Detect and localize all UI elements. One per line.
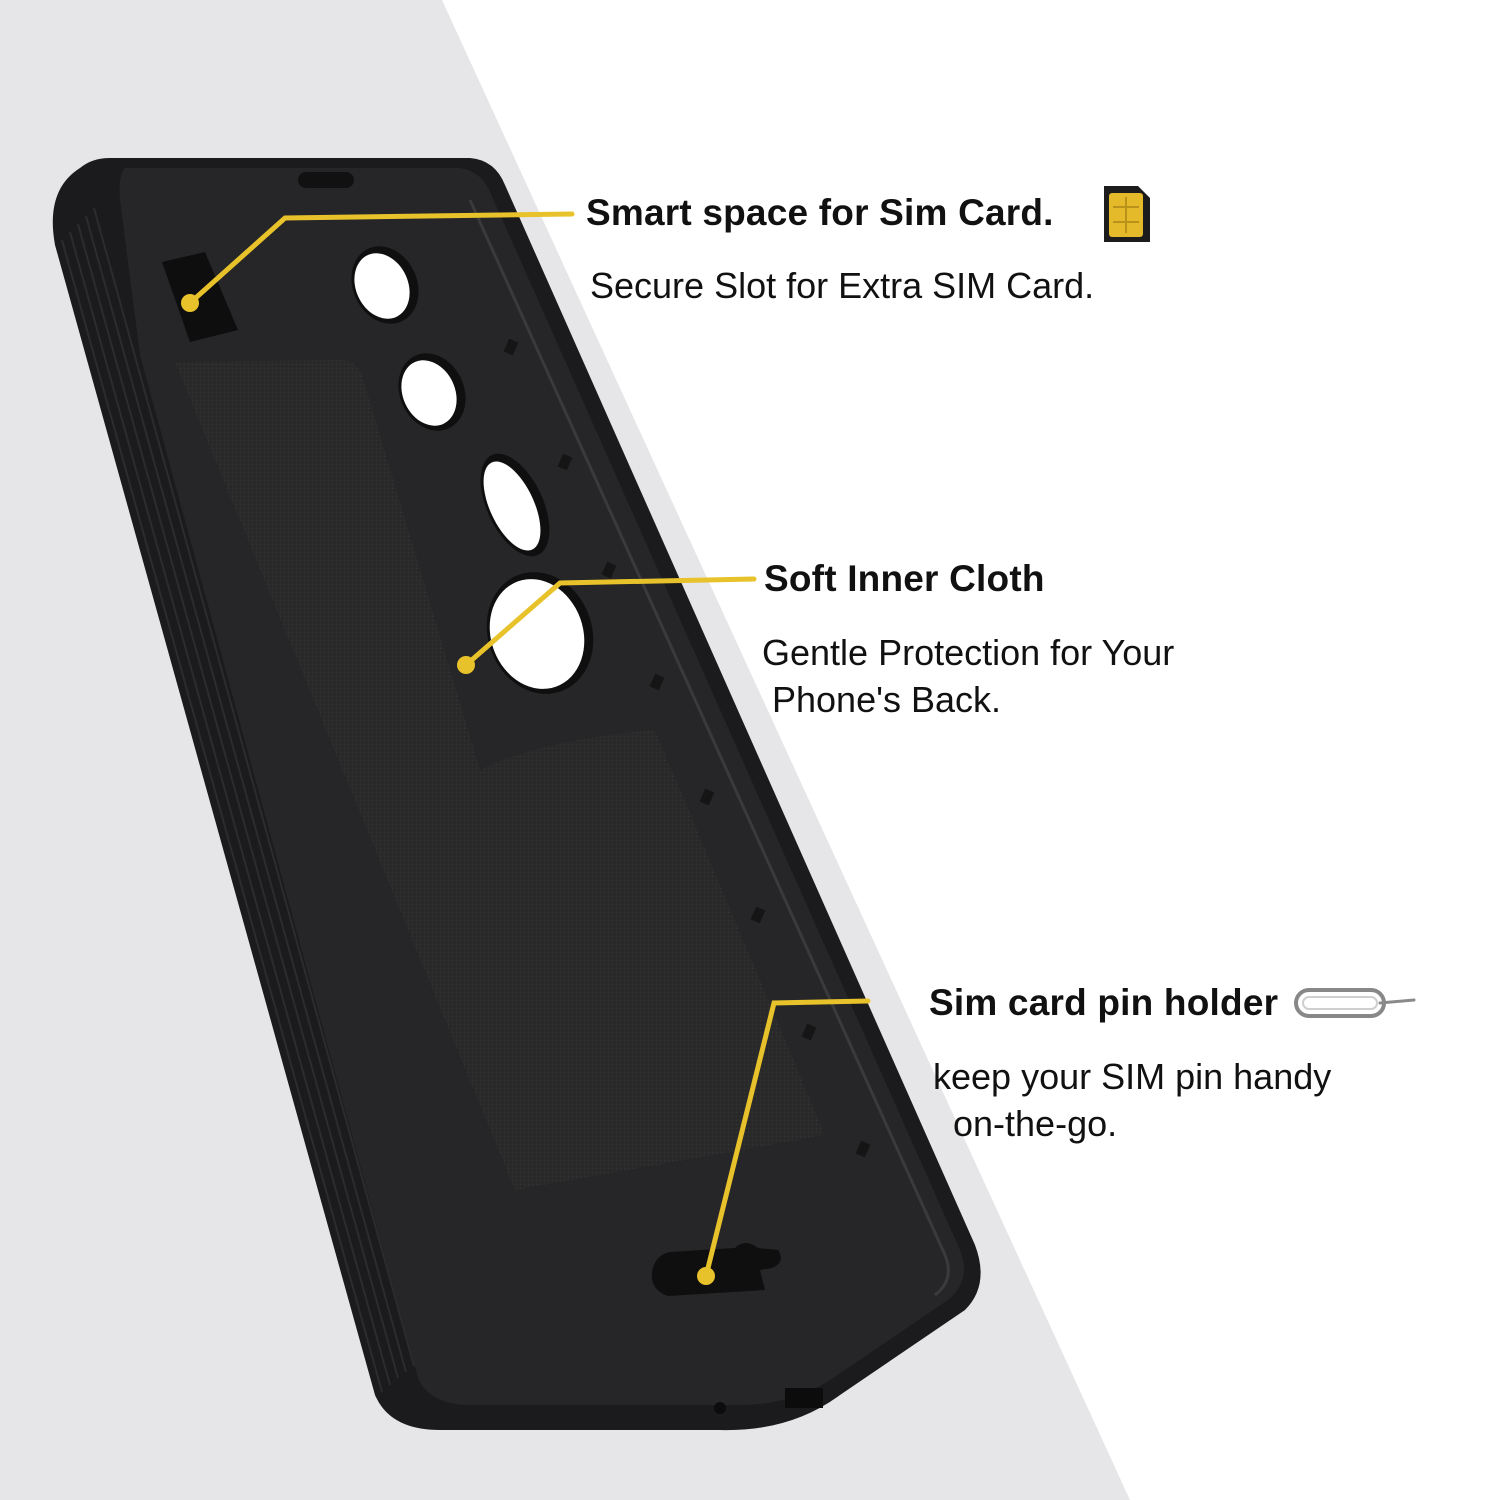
callout-desc-pin-holder-line2: on-the-go. xyxy=(933,1103,1118,1144)
soft-inner-cloth xyxy=(175,360,825,1190)
sim-card-icon xyxy=(1104,186,1150,242)
camera-cutouts xyxy=(351,246,594,694)
callout-dot-inner-cloth xyxy=(457,656,475,674)
case-side-tabs xyxy=(503,338,871,1158)
callout-desc-inner-cloth-line2: Phone's Back. xyxy=(762,679,1002,720)
callout-title-pin-holder: Sim card pin holder xyxy=(929,982,1279,1023)
callout-lines xyxy=(187,211,871,1279)
bottom-port xyxy=(785,1388,823,1408)
bottom-hole xyxy=(714,1402,726,1414)
callout-desc-inner-cloth-line1: Gentle Protection for Your xyxy=(762,632,1175,673)
callout-desc-pin-holder-line1: keep your SIM pin handy xyxy=(933,1056,1332,1097)
callout-line-inner-cloth xyxy=(463,576,757,668)
callout-dot-sim-space xyxy=(181,294,199,312)
pin-holder-slot xyxy=(651,1243,781,1296)
sim-pin-icon xyxy=(1294,988,1416,1018)
callout-title-sim-space: Smart space for Sim Card. xyxy=(586,192,1054,233)
callout-dot-pin-holder xyxy=(697,1267,715,1285)
callout-line-pin-holder xyxy=(703,998,871,1279)
callout-line-sim-space xyxy=(187,211,575,306)
callout-desc-sim-space: Secure Slot for Extra SIM Card. xyxy=(590,265,1095,306)
callout-title-inner-cloth: Soft Inner Cloth xyxy=(764,558,1045,599)
case-ribbed-side xyxy=(61,207,415,1393)
case-inner-lip xyxy=(468,199,950,1297)
callout-dots xyxy=(181,294,715,1285)
top-notch xyxy=(298,172,354,188)
